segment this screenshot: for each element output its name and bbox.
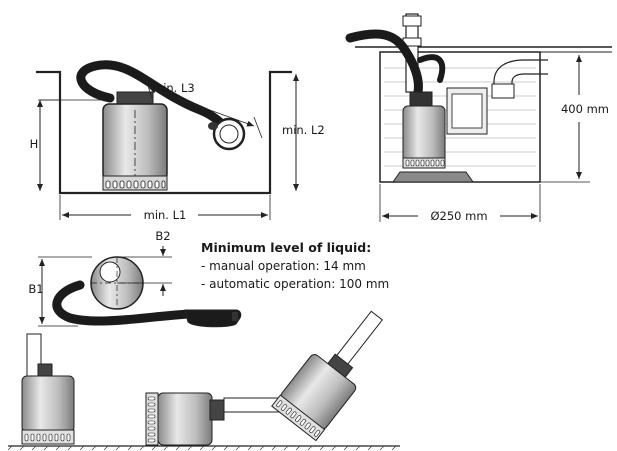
liquid-level-notes: Minimum level of liquid: - manual operat…	[201, 240, 389, 291]
tank-base	[392, 171, 474, 183]
tank-installation-view: 400 mm Ø250 mm	[345, 13, 612, 223]
b2-label: B2	[155, 229, 170, 243]
horizontal-pump	[145, 392, 285, 446]
pit-installation-view: H min. L1 min. L2 min. L3	[30, 60, 325, 222]
diameter-250-label: Ø250 mm	[430, 209, 487, 223]
top-view-hose	[52, 280, 195, 326]
orientation-views	[7, 310, 400, 451]
tilted-pump	[271, 310, 383, 442]
tank-pump	[402, 91, 446, 169]
min-l3-label: min. L3	[152, 81, 195, 95]
liquid-level-title: Minimum level of liquid:	[201, 240, 371, 255]
liquid-level-manual: - manual operation: 14 mm	[201, 259, 366, 273]
liquid-level-automatic: - automatic operation: 100 mm	[201, 277, 389, 291]
pump-body	[102, 91, 168, 191]
height-400-label: 400 mm	[561, 102, 609, 116]
pit-outline	[36, 70, 292, 195]
float-switch	[208, 117, 246, 151]
vertical-pump	[21, 333, 75, 445]
l3-dimension-line	[148, 87, 255, 127]
tank-hose	[345, 29, 423, 97]
min-l2-label: min. L2	[282, 123, 325, 137]
top-view: B1 B2	[28, 229, 242, 328]
b1-label: B1	[28, 282, 43, 296]
h-label: H	[30, 137, 39, 151]
top-view-float	[184, 309, 242, 328]
min-l1-label: min. L1	[144, 208, 187, 222]
